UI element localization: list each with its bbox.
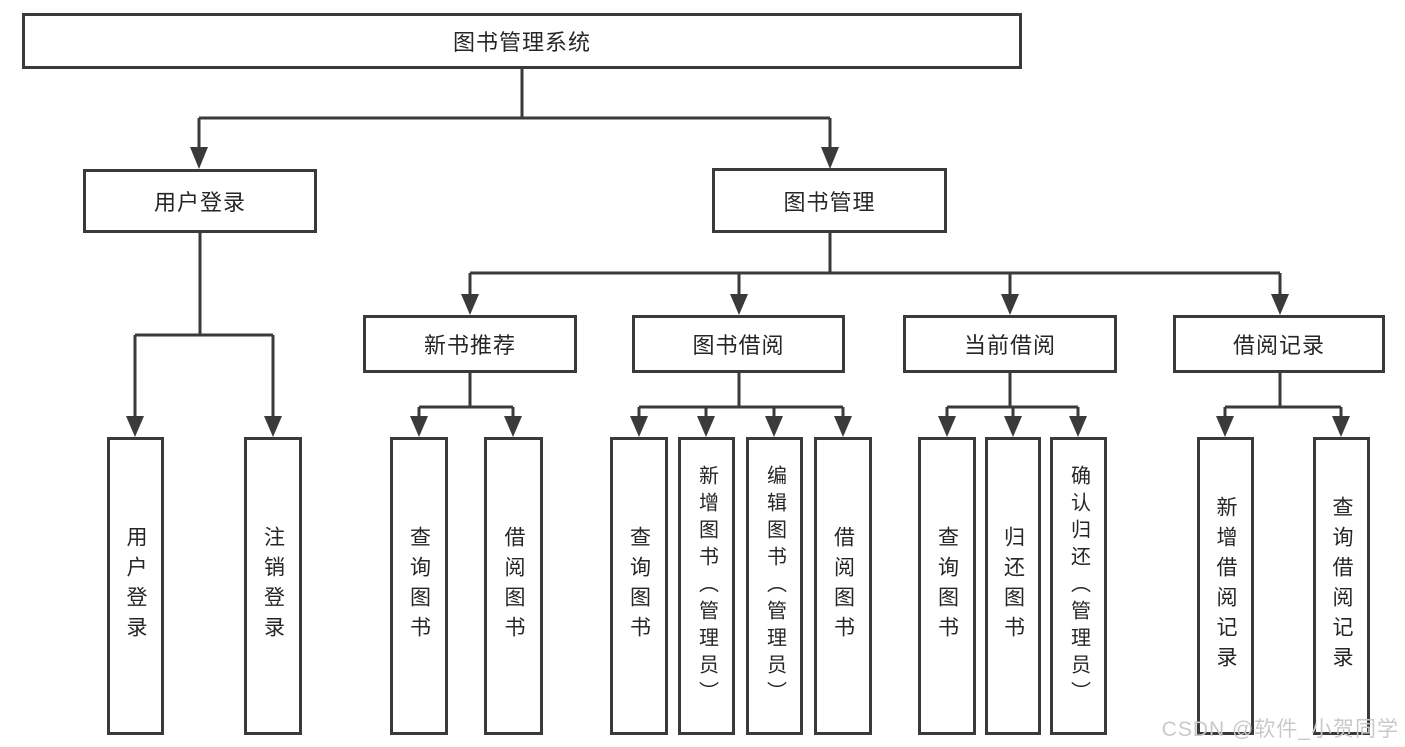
node-user-login: 用户登录 [83, 169, 317, 233]
node-new-book-recommend: 新书推荐 [363, 315, 577, 373]
leaf-label: 注销登录 [261, 526, 285, 646]
node-book-borrow: 图书借阅 [632, 315, 845, 373]
csdn-watermark: CSDN @软件_小贺同学 [1161, 718, 1399, 741]
leaf-label: 查询图书 [935, 526, 959, 646]
node-label: 借阅记录 [1232, 333, 1325, 358]
leaf-label: 借阅图书 [831, 526, 855, 646]
leaf-label: 新增图书（管理员） [695, 464, 718, 708]
node-label: 当前借阅 [963, 333, 1056, 358]
leaf-label: 查询图书 [407, 526, 431, 646]
node-library-system: 图书管理系统 [22, 13, 1022, 69]
leaf-logout: 注销登录 [244, 437, 302, 735]
leaf-add-borrow-record: 新增借阅记录 [1197, 437, 1254, 735]
node-book-management: 图书管理 [712, 168, 947, 233]
node-label: 图书管理 [783, 189, 876, 215]
node-label: 新书推荐 [423, 333, 516, 358]
node-borrow-records: 借阅记录 [1173, 315, 1385, 373]
leaf-borrow-books-recommend: 借阅图书 [484, 437, 543, 735]
leaf-label: 查询图书 [627, 526, 651, 646]
leaf-user-login: 用户登录 [107, 437, 164, 735]
leaf-label: 用户登录 [124, 526, 147, 646]
node-label: 图书借阅 [692, 333, 785, 358]
leaf-label: 查询借阅记录 [1330, 496, 1353, 676]
node-label: 用户登录 [153, 190, 246, 215]
leaf-query-books-borrow: 查询图书 [610, 437, 668, 735]
leaf-query-books-current: 查询图书 [918, 437, 976, 735]
leaf-borrow-books: 借阅图书 [814, 437, 872, 735]
leaf-edit-books-admin: 编辑图书（管理员） [746, 437, 803, 735]
leaf-query-borrow-record: 查询借阅记录 [1313, 437, 1370, 735]
leaf-confirm-return-admin: 确认归还（管理员） [1050, 437, 1107, 735]
node-current-borrow: 当前借阅 [903, 315, 1117, 373]
arrowheads [126, 147, 1350, 437]
leaf-label: 新增借阅记录 [1214, 496, 1237, 676]
leaf-label: 借阅图书 [502, 526, 525, 646]
leaf-label: 编辑图书（管理员） [763, 464, 786, 708]
node-label: 图书管理系统 [452, 30, 591, 55]
leaf-add-books-admin: 新增图书（管理员） [678, 437, 735, 735]
leaf-return-books: 归还图书 [985, 437, 1041, 735]
leaf-label: 归还图书 [1001, 526, 1025, 646]
leaf-query-books-recommend: 查询图书 [390, 437, 448, 735]
leaf-label: 确认归还（管理员） [1067, 464, 1090, 708]
